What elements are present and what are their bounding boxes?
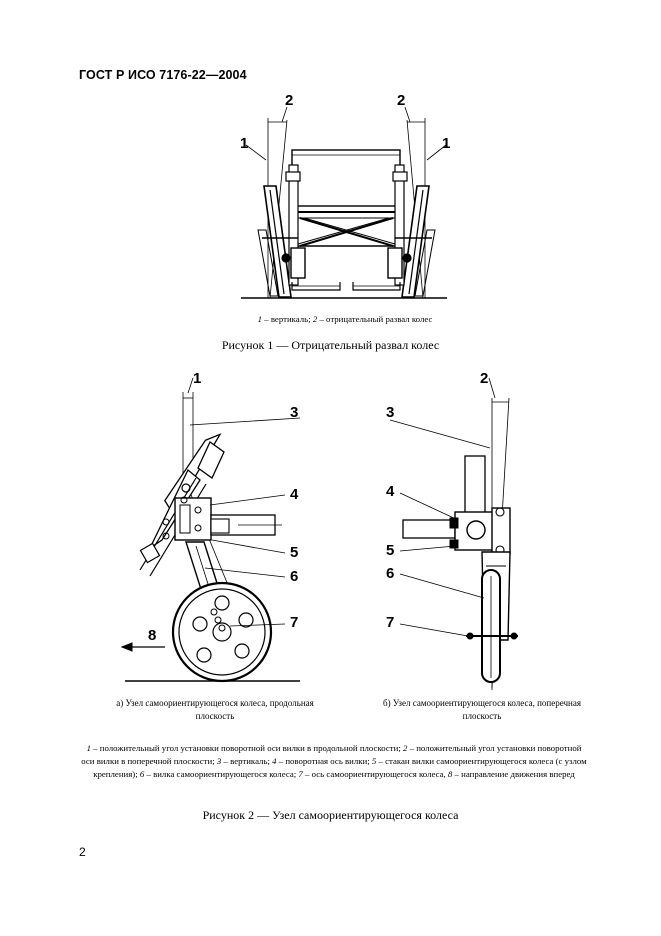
figure-2-legend: 1 – положительный угол установки поворот… <box>81 743 587 779</box>
document-header: ГОСТ Р ИСО 7176-22—2004 <box>79 68 247 82</box>
figure-2b-label: 6 <box>386 565 394 582</box>
figure-2-caster-drawing: 1 3 4 5 6 7 8 <box>120 370 518 690</box>
figure-2a-label: 6 <box>290 568 298 585</box>
figure-2a-label: 7 <box>290 614 298 631</box>
figure-2b-label: 2 <box>480 370 488 387</box>
figure-2a-caption: а) Узел самоориентирующегося колеса, про… <box>116 698 314 721</box>
figure-1-label: 1 <box>240 135 248 152</box>
page-number: 2 <box>79 845 86 859</box>
figure-2a-label: 8 <box>148 627 156 644</box>
figure-1-wheelchair-drawing: 1 2 2 1 <box>240 92 450 299</box>
figure-1-legend: 1 – вертикаль; 2 – отрицательный развал … <box>257 314 433 324</box>
figure-2b-label: 4 <box>386 483 395 500</box>
figure-2a-label: 4 <box>290 486 299 503</box>
figure-2-title: Рисунок 2 — Узел самоориентирующегося ко… <box>202 808 459 822</box>
figure-2b-label: 3 <box>386 404 394 421</box>
figure-2b-caption: б) Узел самоориентирующегося колеса, поп… <box>383 698 581 721</box>
figure-2a-label: 3 <box>290 404 298 421</box>
figure-2a-label: 1 <box>193 370 201 387</box>
figure-2a-label: 5 <box>290 544 298 561</box>
figure-1-label: 1 <box>442 135 450 152</box>
figure-2b-label: 7 <box>386 614 394 631</box>
figure-2b-label: 5 <box>386 542 394 559</box>
figure-1-label: 2 <box>285 92 293 109</box>
figure-1-label: 2 <box>397 92 405 109</box>
figure-1-title: Рисунок 1 — Отрицательный развал колес <box>221 338 440 352</box>
